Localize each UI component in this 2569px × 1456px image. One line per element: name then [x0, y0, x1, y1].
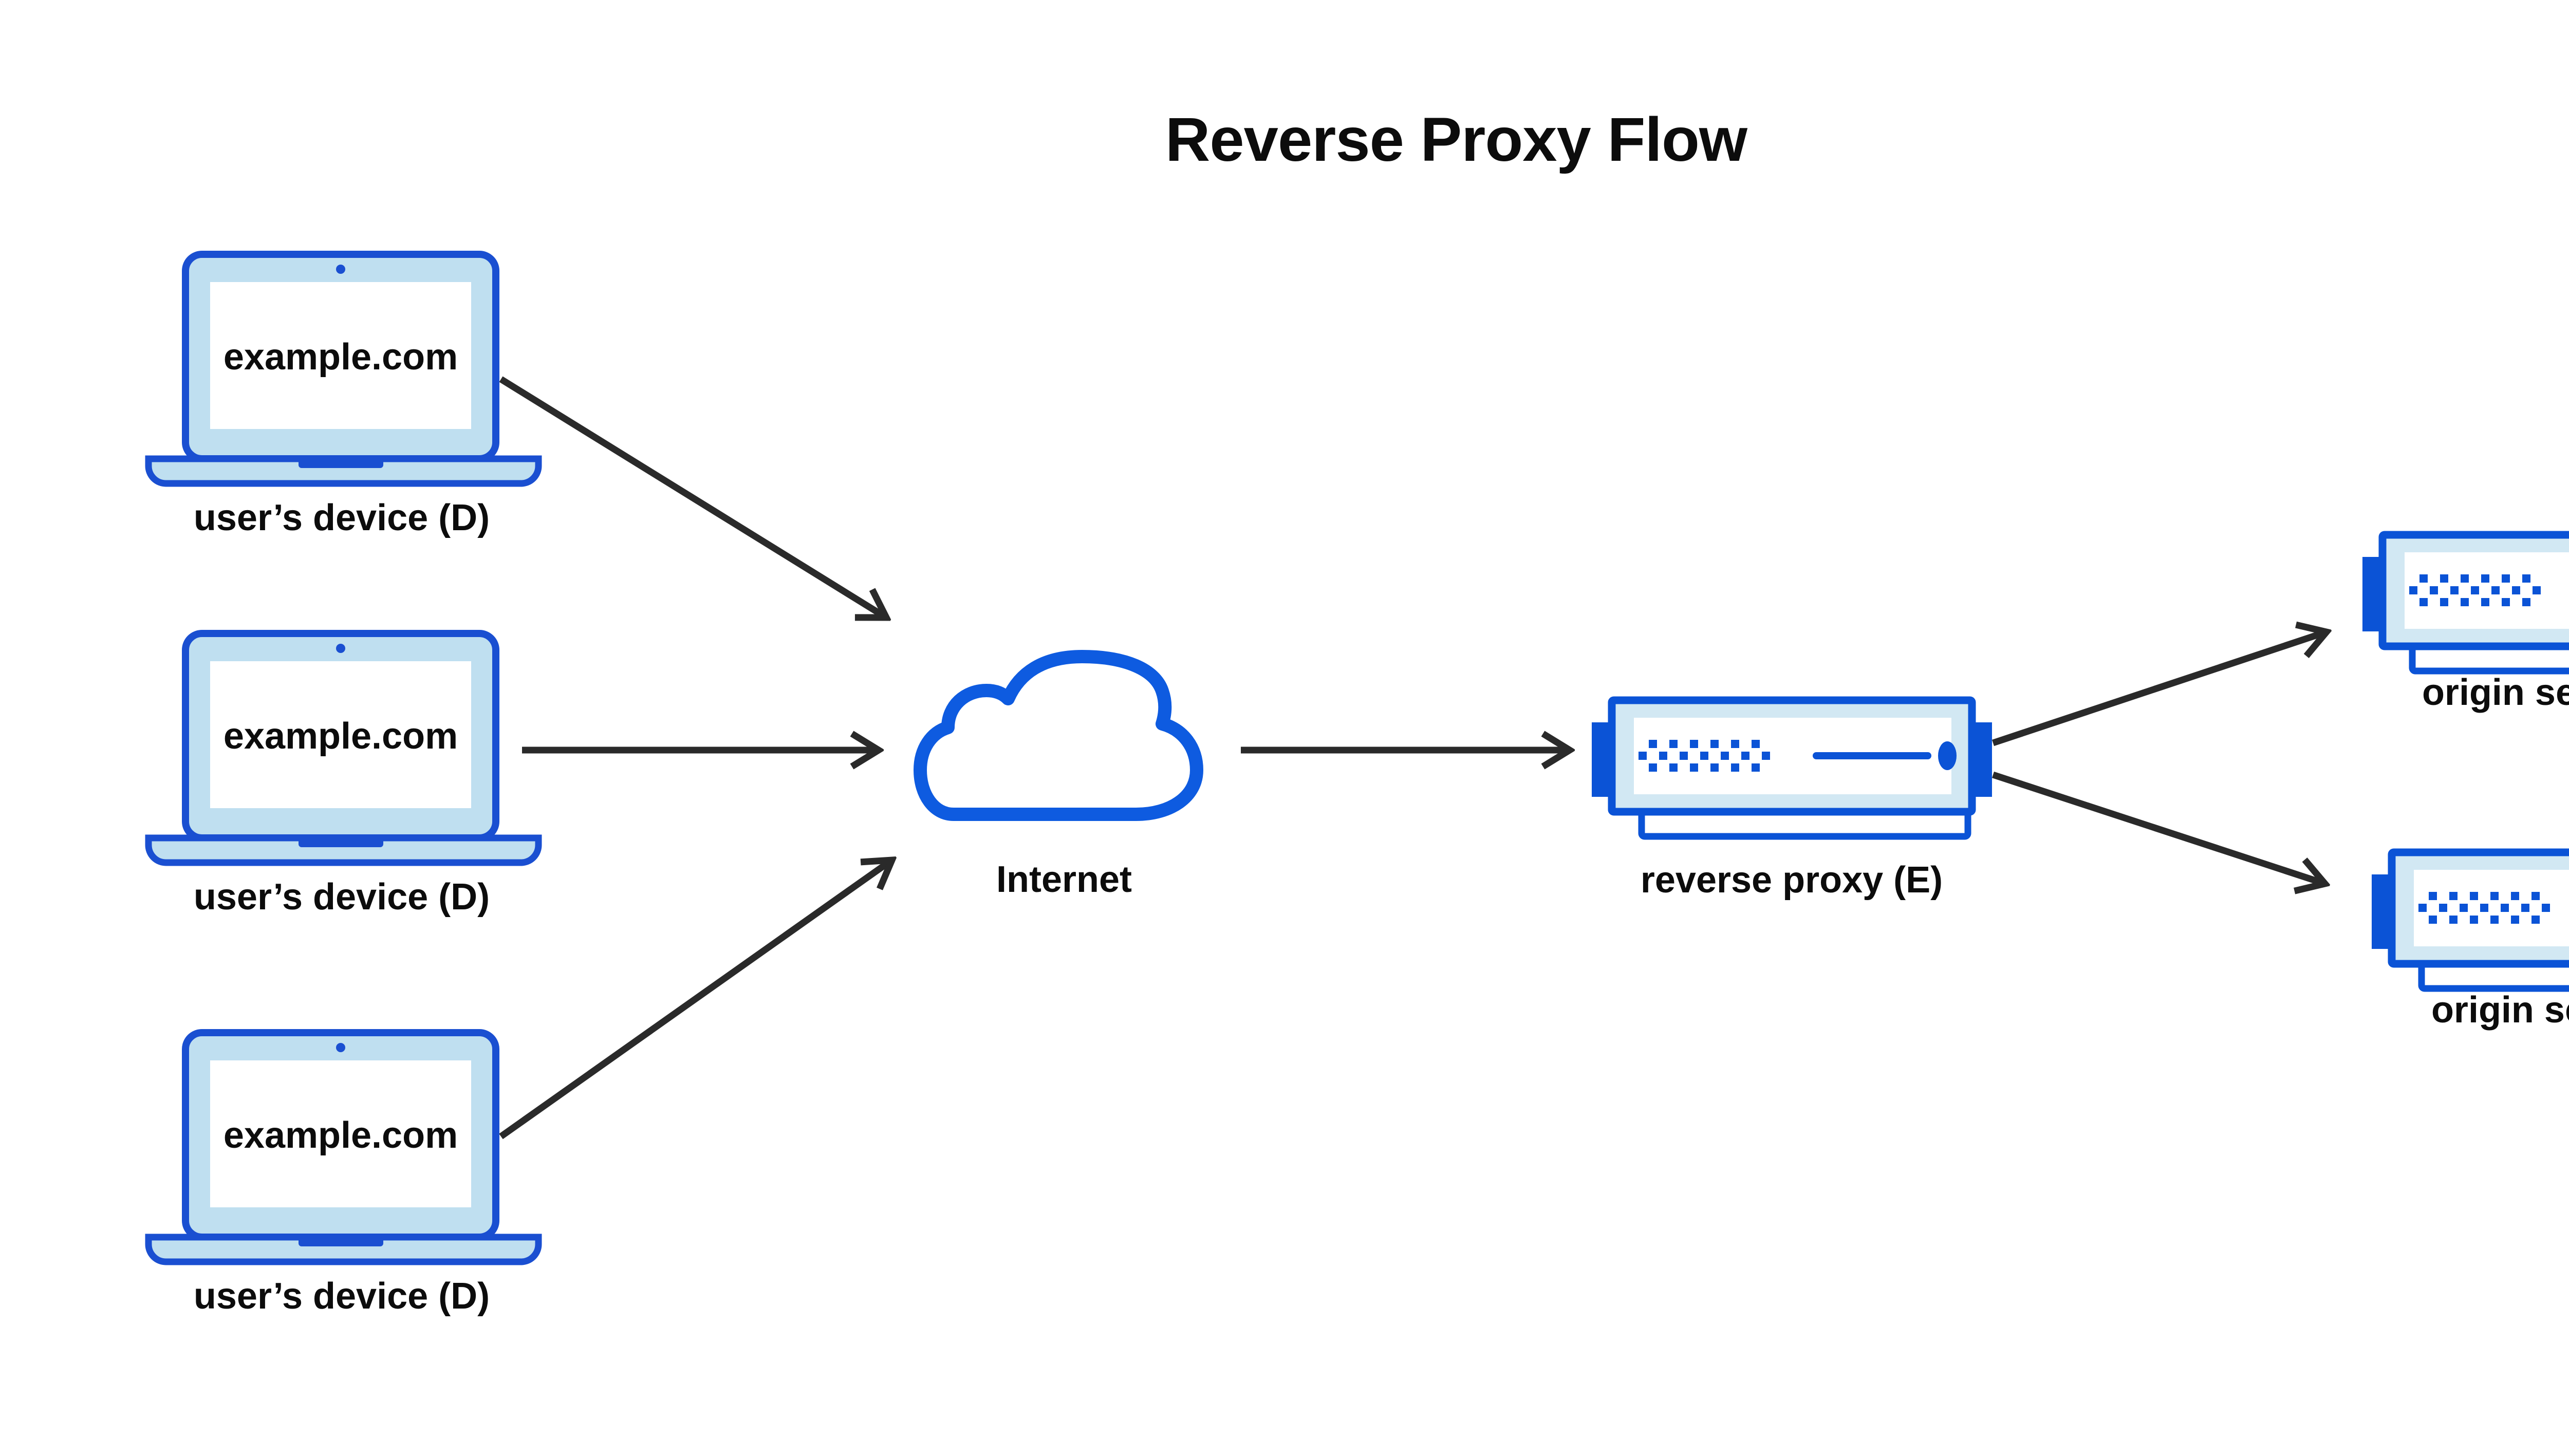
origin-server-label: origin server (F) — [2422, 672, 2569, 713]
node-origin-server-1: origin server (F) — [2362, 535, 2569, 713]
device-label: user’s device (D) — [194, 876, 490, 918]
reverse-proxy-label: reverse proxy (E) — [1641, 860, 1943, 901]
node-user-device-2: example.com user’s device (D) — [148, 633, 538, 918]
arrow-reverse-proxy-to-origin-server-2 — [1991, 771, 2325, 884]
device-label: user’s device (D) — [194, 1276, 490, 1317]
server-icon — [2372, 852, 2569, 988]
node-user-device-1: example.com user’s device (D) — [148, 254, 538, 538]
arrow-device3-to-internet — [499, 860, 892, 1140]
server-icon — [1592, 700, 1992, 836]
origin-server-label: origin server (F) — [2431, 990, 2569, 1031]
arrow-reverse-proxy-to-origin-server-1 — [1991, 632, 2326, 746]
cloud-icon — [914, 650, 1203, 821]
edges — [499, 376, 2326, 1140]
node-internet: Internet — [914, 650, 1203, 900]
internet-label: Internet — [996, 859, 1132, 900]
node-origin-server-2: origin server (F) — [2372, 852, 2569, 1031]
node-reverse-proxy: reverse proxy (E) — [1592, 700, 1992, 901]
arrow-device1-to-internet — [499, 376, 886, 618]
device-screen-url: example.com — [224, 716, 458, 757]
device-label: user’s device (D) — [194, 497, 490, 538]
device-screen-url: example.com — [224, 337, 458, 378]
device-screen-url: example.com — [224, 1115, 458, 1156]
node-user-device-3: example.com user’s device (D) — [148, 1033, 538, 1317]
page-title: Reverse Proxy Flow — [1165, 104, 1748, 174]
server-icon — [2362, 535, 2569, 671]
